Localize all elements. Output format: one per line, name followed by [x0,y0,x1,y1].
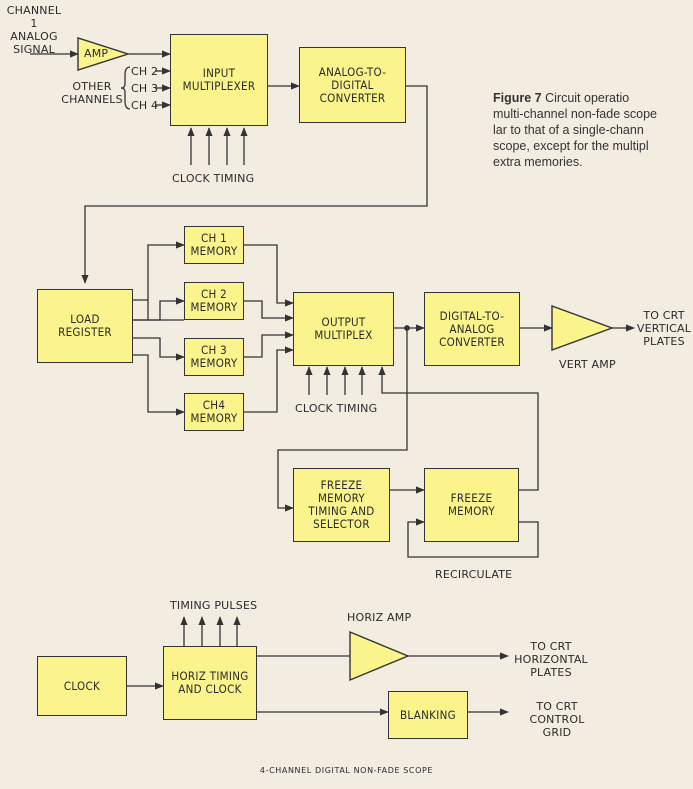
wire-load-to-ch4 [133,354,185,416]
clock-timing-label-1: CLOCK TIMING [172,172,255,185]
wire-ch3-to-out [244,331,294,358]
caption-line-1: Circuit operatio [545,91,630,105]
caption-line-4: scope, except for the multipl [493,139,649,153]
channel1-label: CHANNEL 1 ANALOG SIGNAL [6,4,62,56]
load-register-block: LOAD REGISTER [37,289,133,363]
wire-freeze-to-out [378,366,539,491]
wire-ch2-to-out [244,300,294,322]
ch4-label: CH 4 [131,99,159,112]
vert-amp-triangle [551,304,615,352]
ch3-label: CH 3 [131,82,159,95]
diagram-title-footer: 4-CHANNEL DIGITAL NON-FADE SCOPE [259,766,434,775]
wire-ch4-to-out [244,346,294,413]
freeze-memory-block: FREEZE MEMORY [424,468,519,542]
wire-ch1-to-out [244,244,294,307]
recirculate-label: RECIRCULATE [435,568,513,581]
blanking-block: BLANKING [388,691,468,739]
ch4-memory-block: CH4 MEMORY [184,393,244,431]
input-multiplexer-block: INPUT MULTIPLEXER [170,34,268,126]
clock-block: CLOCK [37,656,127,716]
ch2-label: CH 2 [131,65,159,78]
wire-adc-to-load [81,85,428,284]
wire-recirculate [407,518,539,558]
figure-number: Figure 7 [493,91,542,105]
caption-line-5: extra memories. [493,155,583,169]
horiz-amp-label: HORIZ AMP [347,611,412,624]
wire-load-to-ch1 [133,241,185,301]
timing-pulses-label: TIMING PULSES [170,599,258,612]
other-channels-brace [120,66,131,110]
wire-out-to-freeze-timing [277,328,408,512]
to-crt-horizontal-label: TO CRT HORIZONTAL PLATES [514,640,588,679]
ch3-memory-block: CH 3 MEMORY [184,338,244,376]
dac-block: DIGITAL-TO- ANALOG CONVERTER [424,292,520,366]
horiz-timing-block: HORIZ TIMING AND CLOCK [163,646,257,720]
adc-block: ANALOG-TO- DIGITAL CONVERTER [299,47,406,123]
freeze-timing-block: FREEZE MEMORY TIMING AND SELECTOR [293,468,390,542]
figure-caption: Figure 7 Circuit operatio multi-channel … [493,90,693,170]
vert-amp-label: VERT AMP [559,358,616,371]
to-crt-control-label: TO CRT CONTROL GRID [529,700,585,739]
other-channels-label: OTHER CHANNELS [61,80,123,106]
to-crt-vertical-label: TO CRT VERTICAL PLATES [636,309,692,348]
amp-triangle [77,37,131,71]
ch2-memory-block: CH 2 MEMORY [184,282,244,320]
wire-load-to-ch3 [133,337,185,361]
horiz-amp-triangle [349,630,410,682]
amp-label: AMP [84,47,109,60]
ch1-memory-block: CH 1 MEMORY [184,226,244,264]
output-multiplex-block: OUTPUT MULTIPLEX [293,292,394,366]
caption-line-3: lar to that of a single-chann [493,123,644,137]
wire-load-to-ch2 [133,297,185,321]
caption-line-2: multi-channel non-fade scope [493,107,657,121]
clock-timing-label-2: CLOCK TIMING [295,402,378,415]
